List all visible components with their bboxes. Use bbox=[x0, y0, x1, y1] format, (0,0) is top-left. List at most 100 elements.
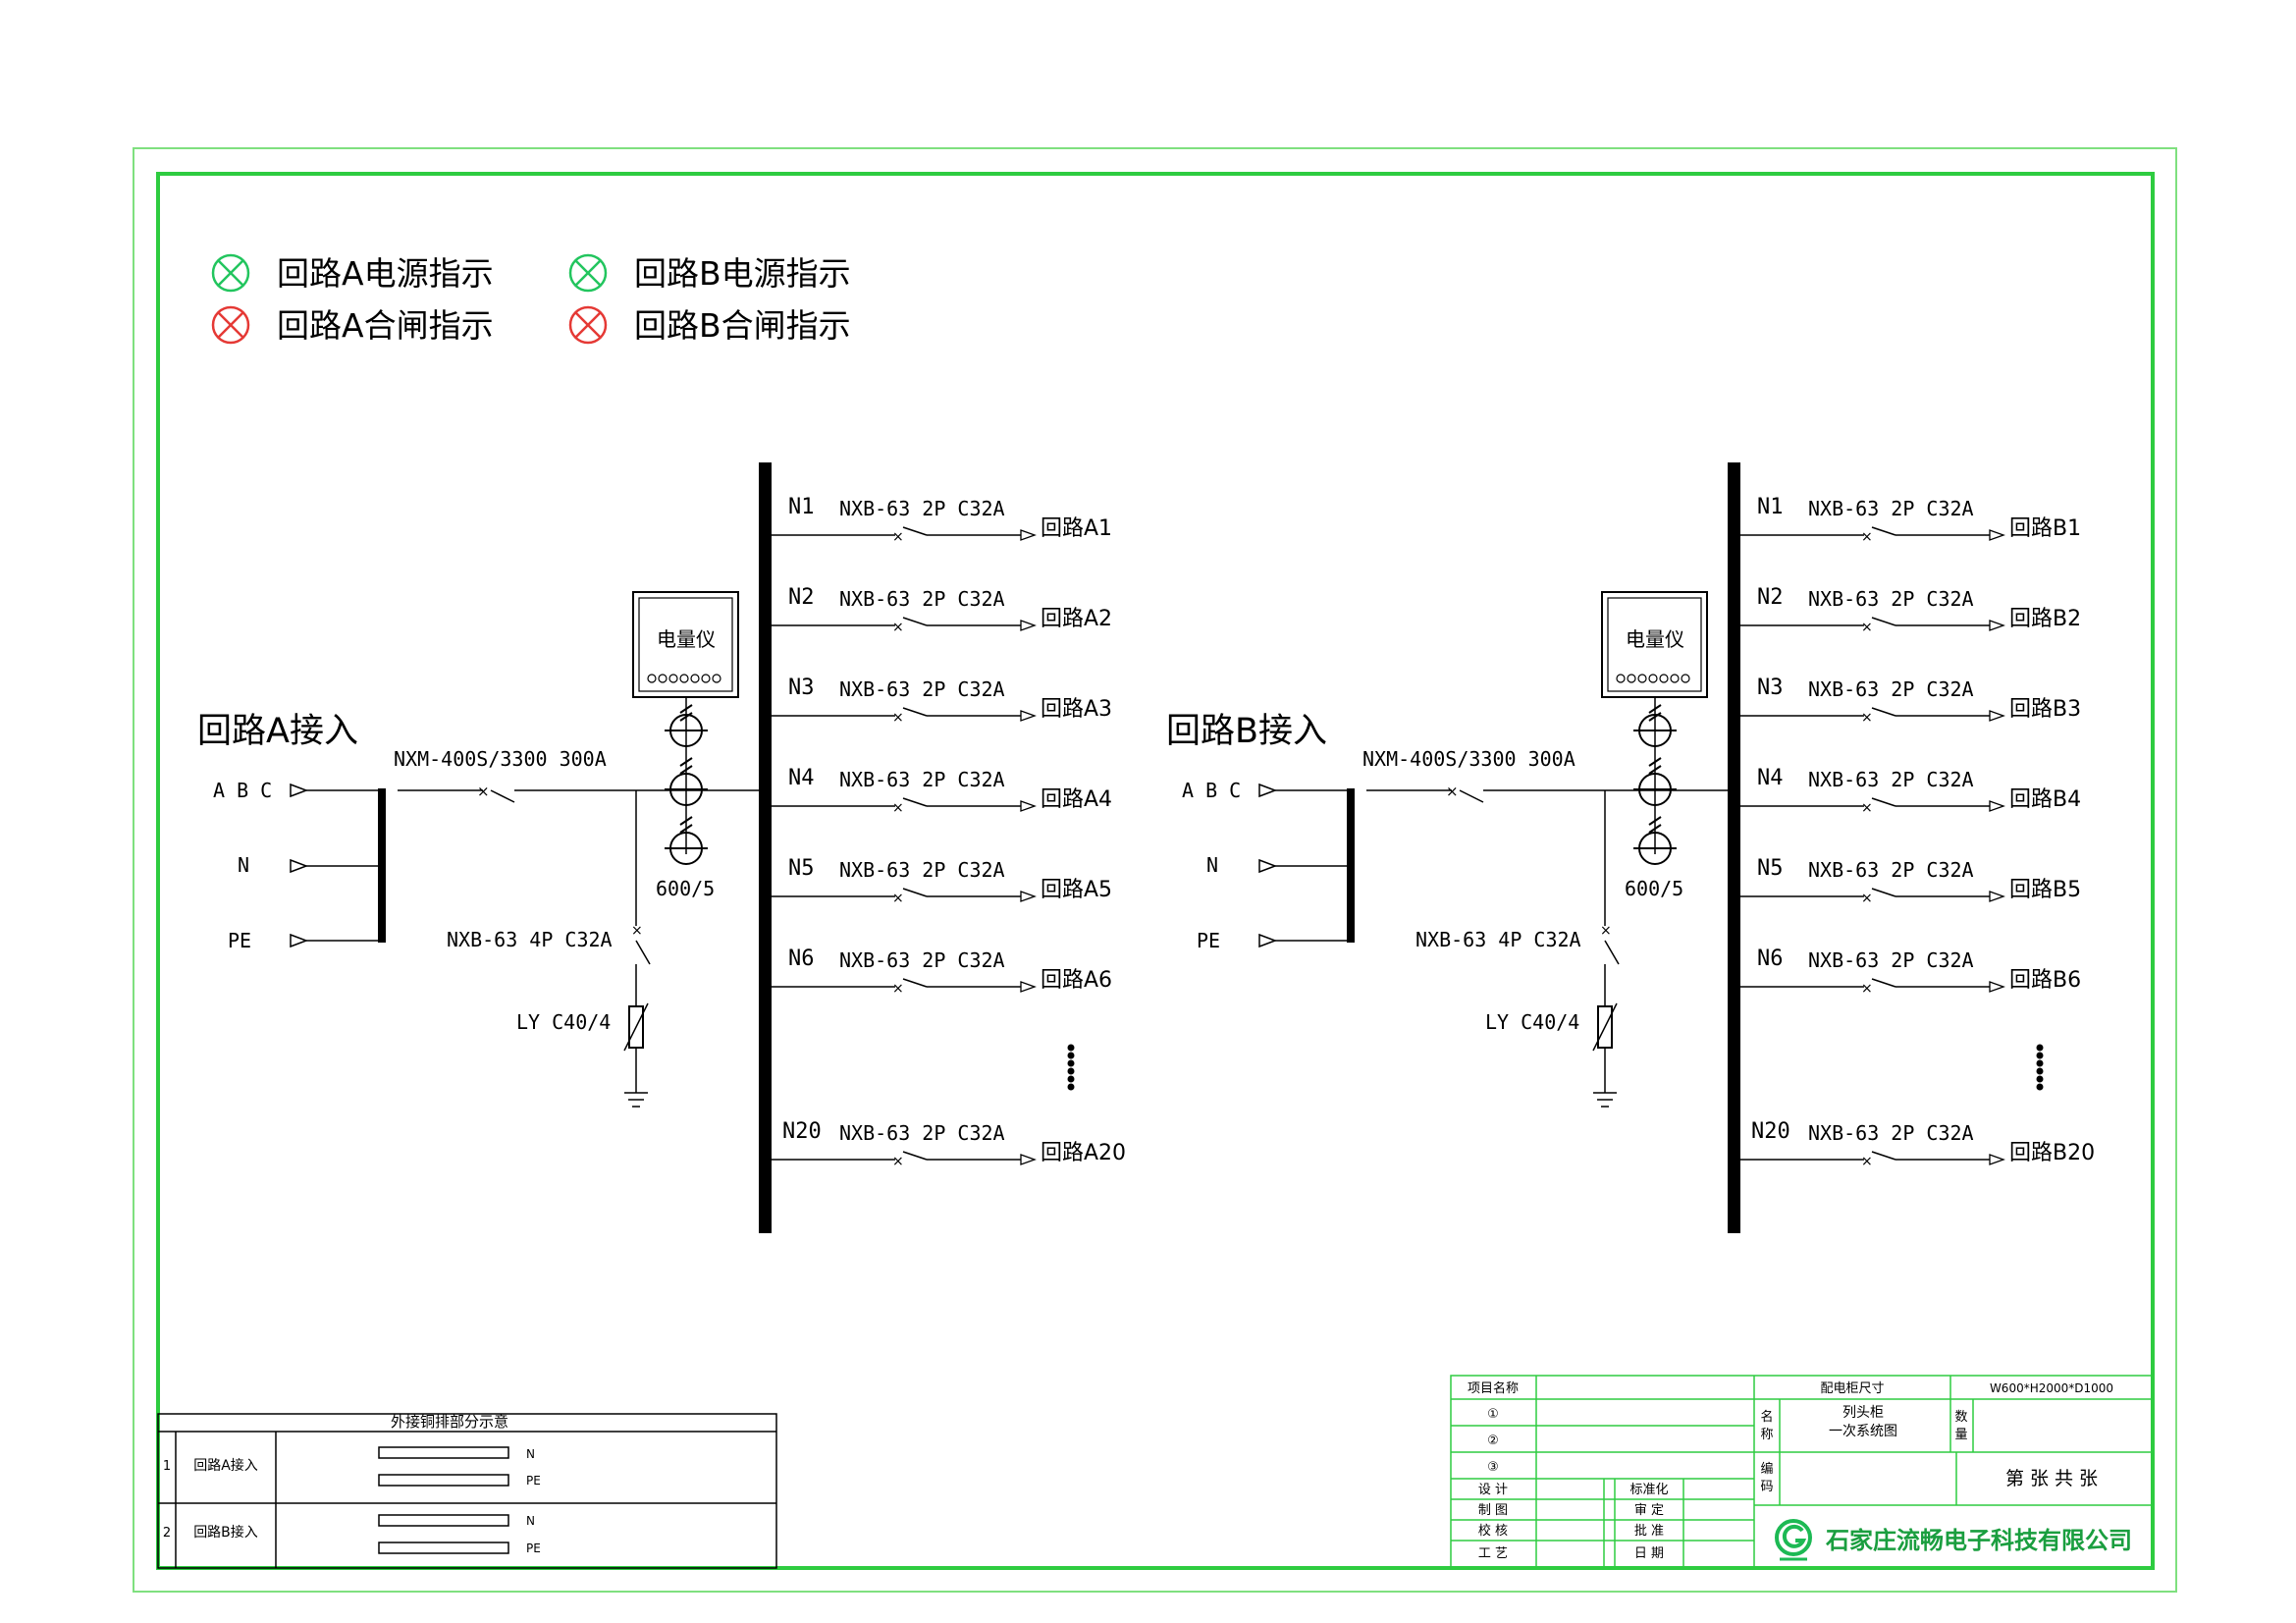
branch-id: N5 bbox=[1757, 856, 1784, 881]
phase-label-abc: A B C bbox=[213, 779, 272, 802]
branch-id: N4 bbox=[1757, 766, 1784, 790]
tb-project-label: 项目名称 bbox=[1468, 1380, 1519, 1396]
copper-bar-table bbox=[157, 1413, 777, 1569]
spd-label: LY C40/4 bbox=[1485, 1010, 1579, 1034]
branch-row: N20 NXB-63 2P C32A × 回路B20 bbox=[1740, 1119, 2095, 1169]
tb-name-label: 名 bbox=[1760, 1409, 1773, 1425]
branch-id: N3 bbox=[1757, 676, 1784, 700]
branch-id: N5 bbox=[788, 856, 815, 881]
svg-text:×: × bbox=[892, 891, 904, 906]
branch-row: N1 NXB-63 2P C32A × 回路A1 bbox=[772, 495, 1112, 545]
input-arrow-icon bbox=[1258, 858, 1278, 874]
ct-ratio: 600/5 bbox=[1625, 877, 1683, 900]
branch-breaker: NXB-63 2P C32A bbox=[1808, 587, 1974, 611]
tb-role: 审 定 bbox=[1634, 1503, 1664, 1518]
branch-output: 回路B5 bbox=[2009, 878, 2081, 902]
svg-text:×: × bbox=[477, 783, 490, 800]
ct-ratio: 600/5 bbox=[656, 877, 715, 900]
branch-breaker: NXB-63 2P C32A bbox=[839, 497, 1005, 520]
svg-text:电量仪: 电量仪 bbox=[1626, 627, 1684, 651]
branch-id: N20 bbox=[782, 1119, 822, 1144]
tb-name-line2: 一次系统图 bbox=[1829, 1424, 1897, 1439]
circuit-title: 回路B接入 bbox=[1166, 712, 1327, 751]
branch-output: 回路B20 bbox=[2009, 1141, 2095, 1165]
tb-role: 校 核 bbox=[1478, 1523, 1508, 1539]
outer-frame bbox=[133, 147, 2177, 1593]
branch-output: 回路A5 bbox=[1041, 878, 1112, 902]
copper-row-no: 2 bbox=[163, 1526, 171, 1541]
branch-row: N4 NXB-63 2P C32A × 回路B4 bbox=[1740, 766, 2081, 816]
svg-text:×: × bbox=[892, 800, 904, 816]
branch-id: N4 bbox=[788, 766, 815, 790]
power-indicator-icon bbox=[568, 253, 608, 293]
branch-output: 回路B1 bbox=[2009, 516, 2081, 541]
branch-breaker: NXB-63 2P C32A bbox=[839, 858, 1005, 882]
copper-bar-label: PE bbox=[526, 1474, 541, 1488]
copper-row-name: 回路B接入 bbox=[193, 1524, 258, 1541]
branch-row: N3 NXB-63 2P C32A × 回路B3 bbox=[1740, 676, 2081, 726]
input-arrow-icon bbox=[290, 858, 309, 874]
svg-text:×: × bbox=[892, 620, 904, 635]
power-meter: 电量仪 bbox=[1601, 591, 1708, 854]
legend-b-power: 回路B电源指示 bbox=[634, 254, 851, 293]
tb-size-label: 配电柜尺寸 bbox=[1820, 1381, 1884, 1396]
svg-text:×: × bbox=[1861, 981, 1873, 997]
svg-text:×: × bbox=[631, 923, 643, 939]
company-name: 石家庄流畅电子科技有限公司 bbox=[1825, 1527, 2132, 1554]
svg-text:×: × bbox=[1861, 800, 1873, 816]
branch-output: 回路B3 bbox=[2009, 697, 2081, 722]
svg-text:×: × bbox=[1861, 891, 1873, 906]
tb-size-value: W600*H2000*D1000 bbox=[1990, 1381, 2113, 1395]
copper-bar-label: N bbox=[526, 1514, 535, 1528]
tb-role: 标准化 bbox=[1629, 1483, 1668, 1497]
tb-qty-label: 量 bbox=[1954, 1428, 1967, 1442]
tb-role: 制 图 bbox=[1478, 1503, 1508, 1518]
phase-label-abc: A B C bbox=[1182, 779, 1241, 802]
svg-text:×: × bbox=[1446, 783, 1459, 800]
tb-name-label: 称 bbox=[1760, 1428, 1773, 1442]
spd-breaker-label: NXB-63 4P C32A bbox=[447, 928, 613, 951]
tb-qty-label: 数 bbox=[1954, 1410, 1967, 1425]
copper-table-title: 外接铜排部分示意 bbox=[391, 1413, 508, 1431]
svg-text:×: × bbox=[892, 529, 904, 545]
copper-row-no: 1 bbox=[163, 1459, 171, 1474]
copper-bar-label: PE bbox=[526, 1542, 541, 1555]
branch-breaker: NXB-63 2P C32A bbox=[839, 768, 1005, 791]
branch-output: 回路A2 bbox=[1041, 607, 1112, 631]
branch-output: 回路A4 bbox=[1041, 787, 1112, 812]
branch-breaker: NXB-63 2P C32A bbox=[839, 587, 1005, 611]
branch-id: N3 bbox=[788, 676, 815, 700]
ellipsis-dots bbox=[2036, 1044, 2044, 1091]
branch-output: 回路B4 bbox=[2009, 787, 2081, 812]
branch-breaker: NXB-63 2P C32A bbox=[1808, 497, 1974, 520]
legend: 回路A电源指示 回路A合闸指示 回路B电源指示 回路B合闸指示 bbox=[211, 253, 851, 345]
tb-role: 批 准 bbox=[1634, 1524, 1664, 1539]
branch-row: N4 NXB-63 2P C32A × 回路A4 bbox=[772, 766, 1112, 816]
tb-circle1: ① bbox=[1487, 1407, 1499, 1422]
svg-text:×: × bbox=[1861, 529, 1873, 545]
tb-role: 工 艺 bbox=[1478, 1546, 1508, 1561]
tb-name-line1: 列头柜 bbox=[1842, 1405, 1884, 1421]
branch-id: N2 bbox=[1757, 585, 1784, 610]
branch-breaker: NXB-63 2P C32A bbox=[1808, 1121, 1974, 1145]
branch-id: N2 bbox=[788, 585, 815, 610]
branch-output: 回路B2 bbox=[2009, 607, 2081, 631]
ellipsis-dots bbox=[1067, 1044, 1075, 1091]
svg-text:×: × bbox=[1861, 1154, 1873, 1169]
spd-breaker-label: NXB-63 4P C32A bbox=[1415, 928, 1581, 951]
current-transformer bbox=[1633, 704, 1677, 865]
svg-text:电量仪: 电量仪 bbox=[657, 627, 716, 651]
ground-icon bbox=[624, 1092, 648, 1108]
current-transformer bbox=[665, 704, 708, 865]
tb-circle3: ③ bbox=[1487, 1460, 1499, 1475]
spd-label: LY C40/4 bbox=[516, 1010, 611, 1034]
close-indicator-icon bbox=[211, 305, 250, 345]
company-logo bbox=[1775, 1519, 1812, 1561]
branch-breaker: NXB-63 2P C32A bbox=[839, 1121, 1005, 1145]
branch-id: N6 bbox=[788, 947, 815, 971]
branch-id: N6 bbox=[1757, 947, 1784, 971]
title-block bbox=[1450, 1375, 2154, 1569]
circuit-a: 回路A接入 A B C N PE NXM-400S/3300 300A × 电量… bbox=[197, 462, 1126, 1233]
inner-frame bbox=[156, 172, 2155, 1570]
